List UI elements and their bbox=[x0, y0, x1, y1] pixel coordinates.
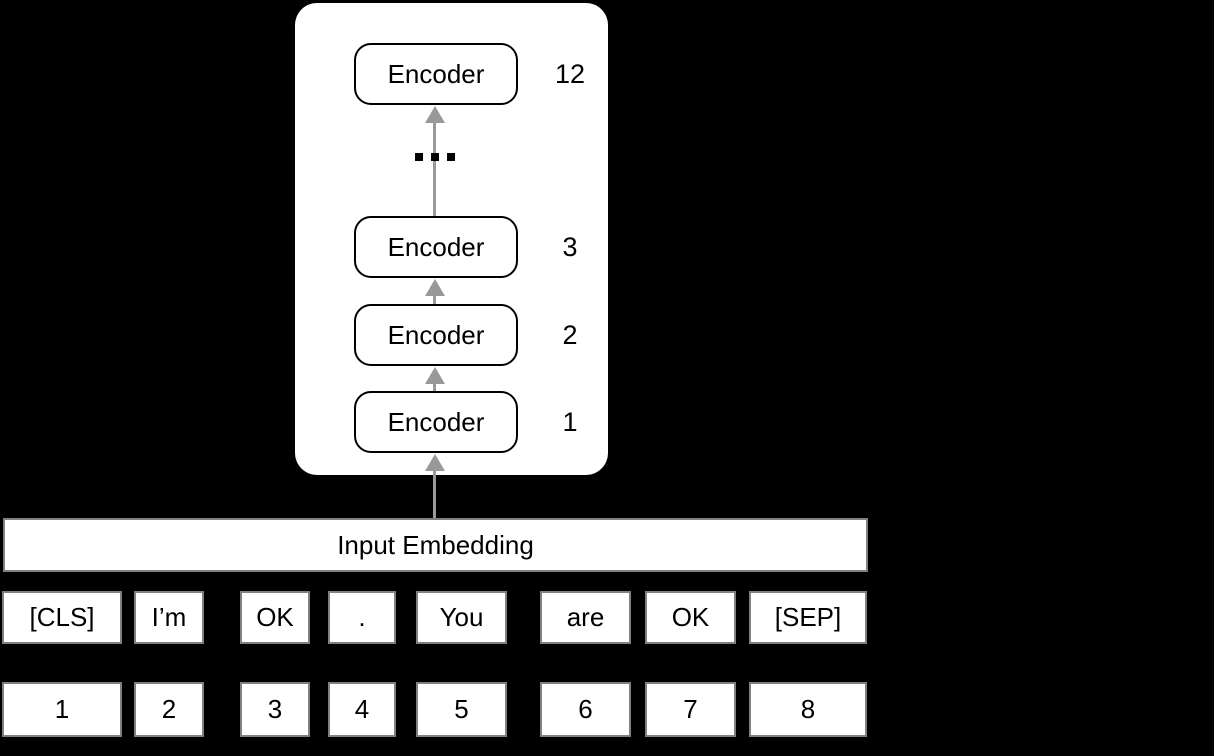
encoder-box-layer-12: Encoder bbox=[354, 43, 518, 105]
encoder-box-layer-2: Encoder bbox=[354, 304, 518, 366]
position-box-5: 5 bbox=[416, 682, 507, 737]
position-box-2: 2 bbox=[134, 682, 204, 737]
token-box-ok1: OK bbox=[240, 591, 310, 644]
layer-index-3: 3 bbox=[562, 231, 578, 262]
input-embedding-label: Input Embedding bbox=[337, 529, 534, 560]
ellipsis-dot bbox=[415, 153, 423, 161]
encoder-box-label: Encoder bbox=[387, 231, 485, 262]
arrow-line-encoder3-to-encoder12 bbox=[433, 123, 436, 216]
ellipsis-dot bbox=[431, 153, 439, 161]
position-box-6: 6 bbox=[540, 682, 631, 737]
encoder-box-label: Encoder bbox=[387, 58, 485, 89]
token-box-you: You bbox=[416, 591, 507, 644]
arrow-head-input-to-encoder1 bbox=[425, 454, 445, 471]
layer-index-12: 12 bbox=[554, 58, 586, 89]
arrow-head-encoder2-to-encoder3 bbox=[425, 279, 445, 296]
token-box-sep: [SEP] bbox=[749, 591, 867, 644]
arrow-head-encoder1-to-encoder2 bbox=[425, 367, 445, 384]
encoder-box-layer-3: Encoder bbox=[354, 216, 518, 278]
arrow-line-encoder2-to-encoder3 bbox=[433, 296, 436, 304]
layer-index-1: 1 bbox=[562, 406, 578, 437]
ellipsis-icon bbox=[415, 153, 455, 161]
encoder-box-label: Encoder bbox=[387, 406, 485, 437]
token-box-period: . bbox=[328, 591, 396, 644]
ellipsis-dot bbox=[447, 153, 455, 161]
arrow-line-encoder1-to-encoder2 bbox=[433, 384, 436, 391]
token-box-im: I’m bbox=[134, 591, 204, 644]
position-box-7: 7 bbox=[645, 682, 736, 737]
input-embedding-bar: Input Embedding bbox=[3, 518, 868, 572]
position-box-4: 4 bbox=[328, 682, 396, 737]
position-box-3: 3 bbox=[240, 682, 310, 737]
encoder-box-layer-1: Encoder bbox=[354, 391, 518, 453]
position-box-8: 8 bbox=[749, 682, 867, 737]
arrow-head-encoder3-to-encoder12 bbox=[425, 106, 445, 123]
token-box-are: are bbox=[540, 591, 631, 644]
arrow-line-input-to-encoder1 bbox=[433, 471, 436, 518]
token-box-cls: [CLS] bbox=[2, 591, 122, 644]
encoder-box-label: Encoder bbox=[387, 319, 485, 350]
position-box-1: 1 bbox=[2, 682, 122, 737]
layer-index-2: 2 bbox=[562, 319, 578, 350]
token-box-ok2: OK bbox=[645, 591, 736, 644]
